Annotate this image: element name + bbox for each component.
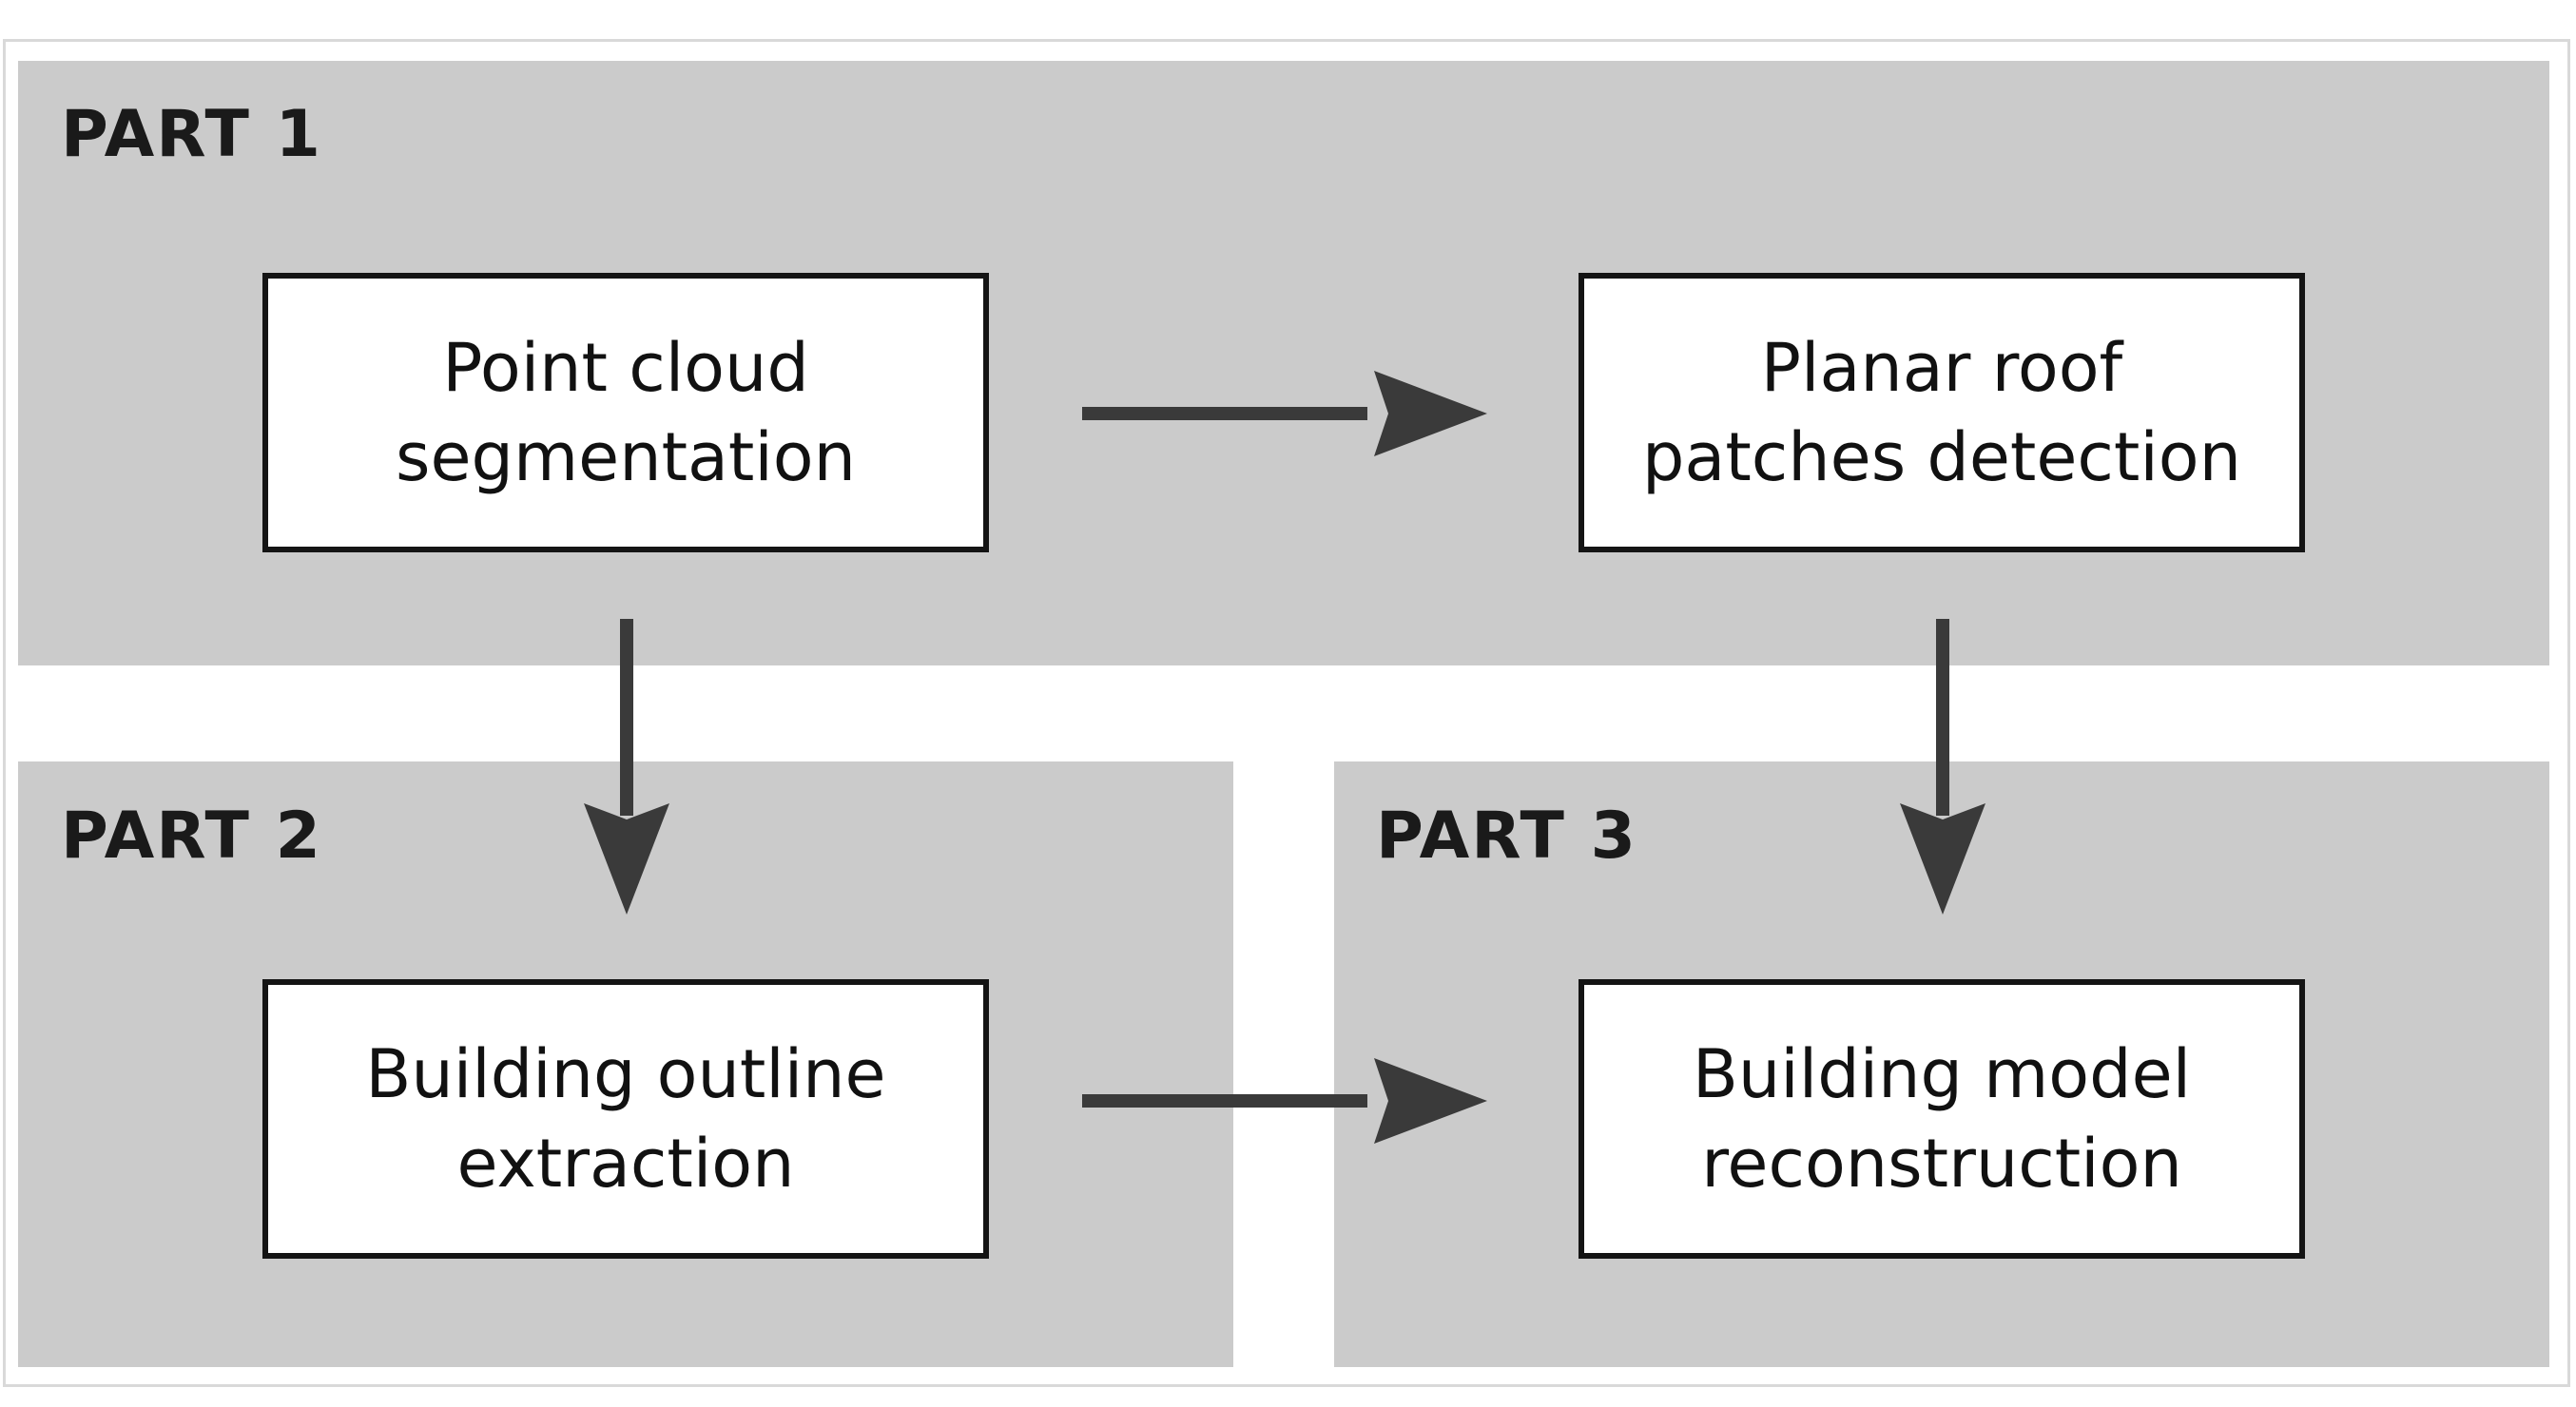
outline-line1: Building outline <box>365 1035 886 1113</box>
part3-label: PART 3 <box>1376 799 1637 874</box>
model-line1: Building model <box>1692 1035 2192 1113</box>
part2-label: PART 2 <box>61 799 322 874</box>
segmentation-line2: segmentation <box>395 418 857 496</box>
building-model-reconstruction-box: Building model reconstruction <box>1579 979 2305 1259</box>
outline-line2: extraction <box>456 1125 795 1203</box>
building-outline-extraction-box: Building outline extraction <box>262 979 989 1259</box>
planar-roof-patches-detection-box: Planar roof patches detection <box>1579 273 2305 552</box>
planar-line1: Planar roof <box>1760 329 2123 407</box>
point-cloud-segmentation-box: Point cloud segmentation <box>262 273 989 552</box>
part1-label: PART 1 <box>61 97 322 172</box>
model-line2: reconstruction <box>1701 1125 2182 1203</box>
planar-line2: patches detection <box>1642 418 2241 496</box>
segmentation-line1: Point cloud <box>442 329 809 407</box>
outer-frame <box>3 39 2570 1387</box>
